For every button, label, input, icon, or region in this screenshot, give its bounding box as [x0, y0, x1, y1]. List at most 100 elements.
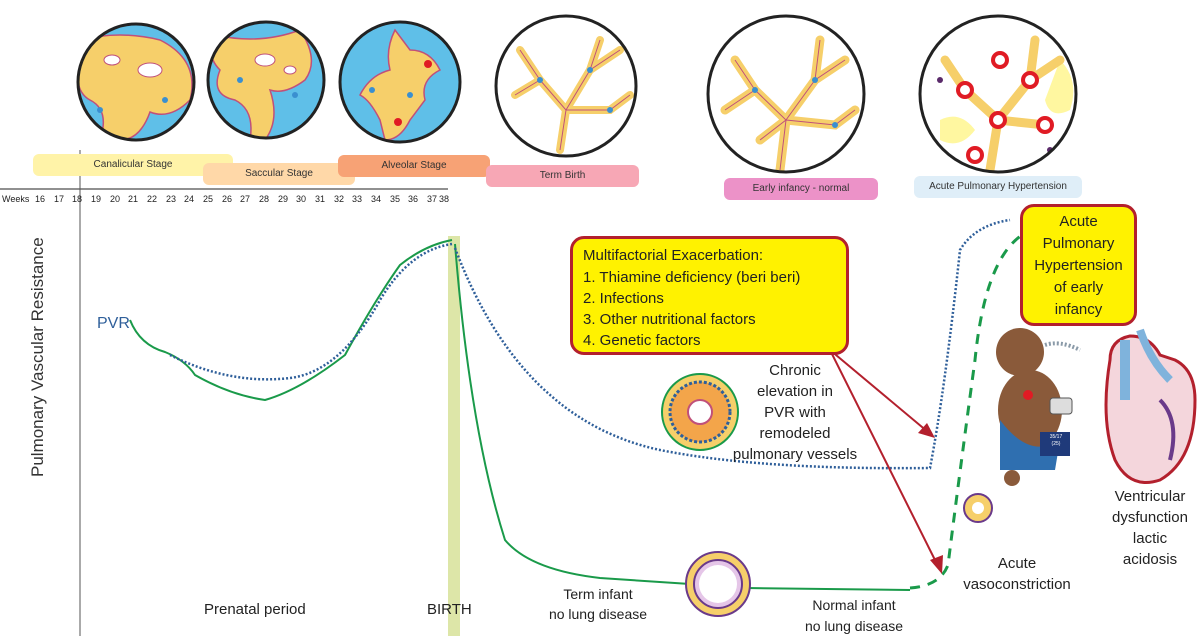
stage-canalicular-label: Canalicular Stage — [93, 159, 173, 170]
ventricular-line: dysfunction — [1112, 509, 1188, 526]
normal-infant-line: Normal infant — [812, 597, 896, 613]
red-arrows — [829, 349, 943, 574]
acute-ph-box: Acute Pulmonary Hypertension of early in… — [1020, 204, 1137, 326]
week-tick: 25 — [203, 194, 214, 204]
acute-vaso-line: vasoconstriction — [963, 576, 1071, 593]
birth-band — [448, 236, 460, 636]
stage-early-infancy-label: Early infancy - normal — [752, 183, 850, 194]
stage-saccular-label: Saccular Stage — [245, 168, 313, 179]
week-tick: 37 — [427, 194, 438, 204]
chronic-line: elevation in — [757, 383, 833, 400]
stage-term-birth-label: Term Birth — [539, 170, 586, 181]
chronic-line: PVR with — [764, 404, 826, 421]
week-tick: 21 — [128, 194, 139, 204]
postnatal-normal-curve — [454, 243, 911, 591]
pvr-label: PVR — [97, 315, 130, 332]
week-tick: 38 — [439, 194, 450, 204]
lung-histology-term — [496, 16, 636, 156]
prenatal-pvr-dotted-curve — [169, 242, 453, 381]
exacerbation-box: Multifactorial Exacerbation: 1. Thiamine… — [570, 236, 849, 355]
week-tick: 30 — [296, 194, 307, 204]
week-tick: 20 — [110, 194, 121, 204]
week-tick: 32 — [334, 194, 345, 204]
prenatal-pvr-curve — [129, 239, 453, 402]
acute-ph-line: Pulmonary — [1042, 235, 1115, 252]
monitor-icon — [1040, 432, 1070, 456]
lung-histology-icon — [494, 14, 638, 158]
monitor-readout-line: 35/17 — [1049, 434, 1063, 440]
lung-histology-icon — [76, 22, 196, 142]
week-tick: 36 — [408, 194, 419, 204]
y-axis-label: Pulmonary Vascular Resistance — [28, 237, 47, 477]
week-tick: 24 — [184, 194, 195, 204]
weeks-label: Weeks — [2, 194, 30, 204]
acute-ph-line: Acute — [1059, 213, 1098, 230]
monitor-readout: 35/17 (25) — [1042, 434, 1070, 448]
prenatal-period-label: Prenatal period — [204, 601, 306, 618]
exacerbation-item: 4. Genetic factors — [583, 332, 701, 349]
week-tick: 17 — [54, 194, 65, 204]
normal-infant-label: Normal infant no lung disease — [790, 595, 918, 637]
lung-histology-alveolar — [340, 22, 460, 142]
chronic-elevation-text: Chronic elevation in PVR with remodeled … — [720, 360, 870, 465]
exacerbation-item: 1. Thiamine deficiency (beri beri) — [583, 269, 801, 286]
normal-infant-line: no lung disease — [804, 618, 904, 634]
chronic-line: Chronic — [769, 362, 821, 379]
exacerbation-item: 3. Other nutritional factors — [583, 311, 756, 328]
lung-histology-icon — [918, 14, 1078, 174]
vessel-cross-section-icon — [685, 551, 751, 617]
acute-ph-line: infancy — [1054, 301, 1103, 318]
week-tick: 33 — [352, 194, 363, 204]
term-infant-label: Term infant no lung disease — [538, 584, 658, 624]
stage-saccular: Saccular Stage — [203, 163, 355, 185]
lung-histology-icon — [206, 20, 326, 140]
week-tick: 23 — [166, 194, 177, 204]
week-tick: 31 — [315, 194, 326, 204]
stage-canalicular: Canalicular Stage — [33, 154, 233, 176]
stage-acute-ph-label: Acute Pulmonary Hypertension — [929, 181, 1067, 192]
chronic-line: remodeled — [759, 425, 831, 442]
vessel-cross-section-icon — [661, 373, 739, 451]
exacerbation-title: Multifactorial Exacerbation: — [583, 247, 764, 264]
lung-histology-acute-ph — [920, 16, 1076, 172]
week-tick: 27 — [240, 194, 251, 204]
lung-histology-early-infancy — [708, 16, 864, 172]
week-tick: 18 — [72, 194, 83, 204]
week-tick: 16 — [35, 194, 46, 204]
ventricular-line: Ventricular — [1114, 488, 1186, 505]
stage-alveolar: Alveolar Stage — [338, 155, 490, 177]
week-tick: 26 — [222, 194, 233, 204]
week-tick: 35 — [390, 194, 401, 204]
birth-label: BIRTH — [427, 601, 472, 618]
vessel-cross-section-icon — [963, 493, 993, 523]
week-tick: 34 — [371, 194, 382, 204]
ventricular-line: lactic — [1132, 530, 1168, 547]
term-infant-line: Term infant — [563, 586, 633, 602]
week-tick: 29 — [278, 194, 289, 204]
acute-vasoconstriction-label: Acute vasoconstriction — [952, 553, 1082, 595]
week-tick: 19 — [91, 194, 102, 204]
lung-histology-canalicular — [78, 24, 194, 140]
term-infant-line: no lung disease — [548, 606, 648, 622]
acute-ph-line: Hypertension — [1034, 257, 1123, 274]
stage-term-birth: Term Birth — [486, 165, 639, 187]
lung-histology-icon — [338, 20, 462, 144]
chronic-line: pulmonary vessels — [732, 446, 858, 463]
week-tick: 22 — [147, 194, 158, 204]
stage-alveolar-label: Alveolar Stage — [381, 160, 447, 171]
stage-early-infancy: Early infancy - normal — [724, 178, 878, 200]
acute-vaso-line: Acute — [997, 555, 1037, 572]
week-tick: 28 — [259, 194, 270, 204]
stage-acute-ph: Acute Pulmonary Hypertension — [914, 176, 1082, 198]
chronic-pvr-dotted-curve — [453, 218, 1011, 470]
ventricular-line: acidosis — [1122, 551, 1178, 568]
infant-illustration-icon — [996, 328, 1081, 486]
acute-ph-line: of early — [1053, 279, 1104, 296]
exacerbation-item: 2. Infections — [583, 290, 664, 307]
ventricular-dysfunction-label: Ventricular dysfunction lactic acidosis — [1100, 486, 1200, 570]
lung-histology-saccular — [208, 22, 324, 138]
lung-histology-icon — [706, 14, 866, 174]
monitor-readout-line: (25) — [1051, 441, 1061, 447]
heart-anatomy-icon — [1104, 328, 1197, 484]
